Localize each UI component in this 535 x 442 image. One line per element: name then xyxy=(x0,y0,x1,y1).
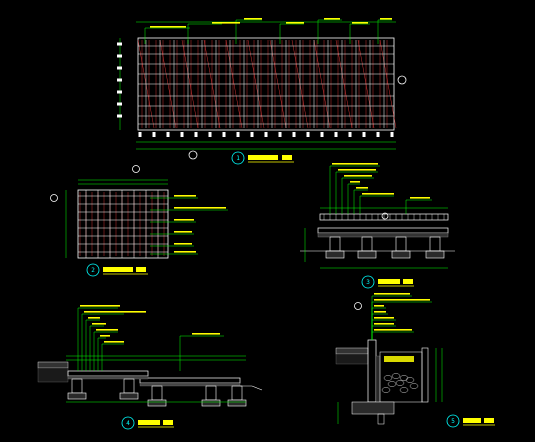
section-right-leader-notes xyxy=(332,163,430,199)
section-right-title-text xyxy=(378,279,400,284)
section-right-piers xyxy=(325,236,445,259)
plan-small-outline xyxy=(77,189,169,259)
section-left-piers xyxy=(67,378,247,407)
svg-text:4: 4 xyxy=(126,420,130,427)
plan-small-marker-left xyxy=(50,194,58,202)
section-wall-title-scale xyxy=(484,418,494,423)
section-right: 3 xyxy=(300,163,455,289)
section-left-deck xyxy=(67,370,149,377)
plan-small-leaders xyxy=(150,197,228,255)
plan-large-title-scale xyxy=(282,155,292,160)
plan-large-leaders xyxy=(144,19,392,44)
section-marker-bottom xyxy=(188,150,198,160)
section-right-title-scale xyxy=(403,279,413,284)
section-left-leaders xyxy=(77,307,224,371)
plan-small-dimensions xyxy=(65,179,168,258)
plan-large-ticks xyxy=(117,42,394,137)
svg-text:5: 5 xyxy=(451,418,455,425)
section-right-title-symbol xyxy=(361,275,375,289)
plan-small-leader-notes xyxy=(174,195,226,253)
plan-large-title-symbol xyxy=(231,151,245,165)
section-wall-leaders xyxy=(371,295,432,340)
plan-small-title-scale xyxy=(136,267,146,272)
plan-small-marker-top xyxy=(132,165,140,173)
plan-small-boards xyxy=(78,190,168,258)
section-left-leader-notes xyxy=(80,305,220,343)
plan-large-leader-notes xyxy=(150,18,392,28)
section-wall-marker-left xyxy=(354,302,362,310)
section-wall-title-text xyxy=(463,418,481,423)
plan-small-title-number: 2 xyxy=(91,267,95,274)
section-right-leaders xyxy=(329,165,432,214)
plan-small: 2 xyxy=(50,165,228,277)
section-left-title-scale xyxy=(163,420,173,425)
section-wall-title-symbol xyxy=(446,414,460,428)
plan-small-title-text xyxy=(103,267,133,272)
section-marker-right xyxy=(397,75,407,85)
section-right-beam xyxy=(317,227,449,234)
section-right-marker xyxy=(381,212,389,220)
section-wall-leader-notes xyxy=(374,293,430,331)
section-left-title-symbol xyxy=(121,416,135,430)
plan-large-boards xyxy=(138,40,394,128)
plan-large-title-number: 1 xyxy=(236,155,240,162)
plan-large: 1 xyxy=(117,18,407,165)
plan-small-title-symbol xyxy=(86,263,100,277)
section-left-title-text xyxy=(138,420,160,425)
svg-text:3: 3 xyxy=(366,279,370,286)
section-left: 4 xyxy=(37,305,263,430)
plan-large-title-text xyxy=(248,155,278,160)
section-wall: 5 xyxy=(335,293,495,428)
section-wall-pebbles xyxy=(381,373,419,393)
section-wall-wall xyxy=(367,339,377,403)
